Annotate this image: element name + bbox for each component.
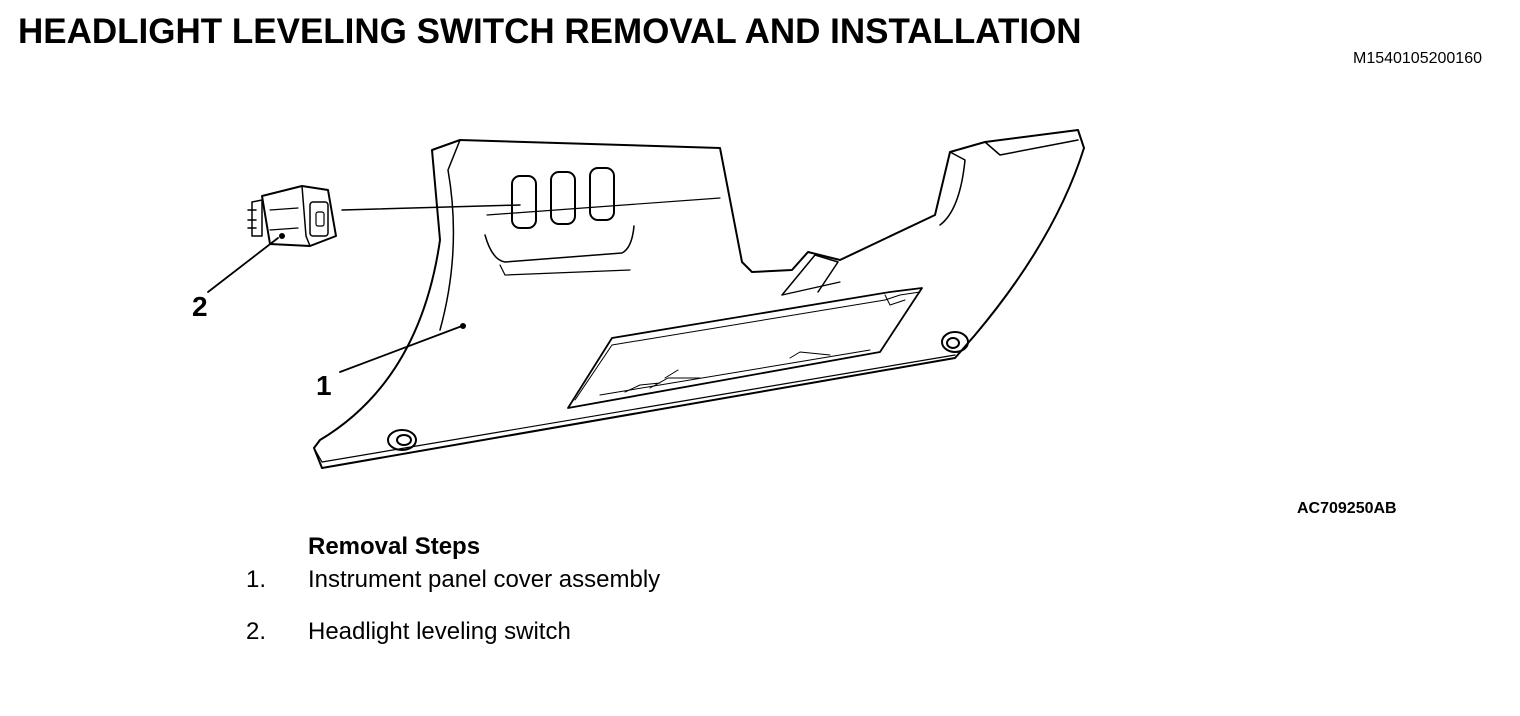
callout-leader-1 (339, 325, 463, 373)
switch-hole (550, 171, 576, 225)
step-number: 2. (246, 618, 267, 645)
switch-hole (589, 167, 615, 221)
page-title: HEADLIGHT LEVELING SWITCH REMOVAL AND IN… (18, 12, 1082, 51)
step-text: Instrument panel cover assembly (308, 566, 661, 593)
step-text: Headlight leveling switch (308, 618, 571, 645)
switch-hole (511, 175, 537, 229)
instrument-panel-cover (313, 129, 1085, 469)
callout-1: 1 (316, 370, 332, 401)
glove-box-opening (567, 287, 923, 409)
callout-2: 2 (192, 291, 208, 322)
headlight-leveling-switch (247, 185, 337, 247)
removal-steps-heading: Removal Steps (308, 533, 481, 560)
figure-code: AC709250AB (1297, 500, 1397, 517)
alignment-line (341, 204, 521, 211)
callout-leader-2 (207, 237, 279, 293)
document-code: M1540105200160 (1352, 50, 1482, 67)
exploded-view-illustration: 2 1 (192, 129, 1085, 469)
step-number: 1. (246, 566, 267, 593)
